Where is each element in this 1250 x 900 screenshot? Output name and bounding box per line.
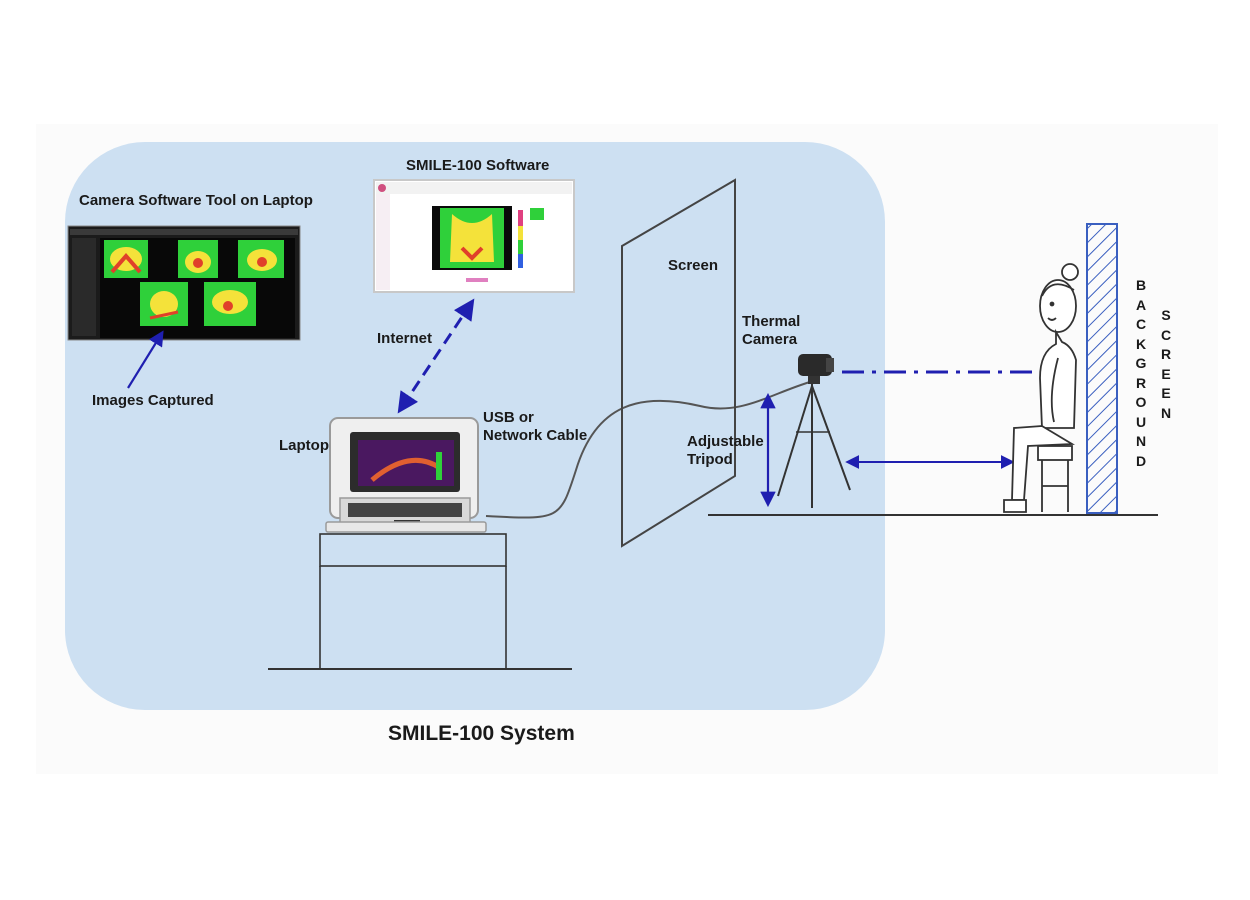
internet-label: Internet bbox=[377, 330, 433, 347]
screen-panel bbox=[621, 178, 736, 548]
usb-cable-label: USB or Network Cable bbox=[483, 409, 588, 444]
thermal-thumb-4 bbox=[140, 282, 188, 326]
person-seated bbox=[1003, 263, 1079, 513]
diagram-caption: SMILE-100 System bbox=[388, 722, 575, 745]
usb-network-cable bbox=[485, 381, 811, 519]
camera-tool-label: Camera Software Tool on Laptop bbox=[79, 192, 313, 209]
smile-software-screenshot bbox=[373, 179, 575, 293]
background-screen-panel bbox=[1086, 223, 1118, 514]
smile-software-label: SMILE-100 Software bbox=[406, 157, 550, 174]
background-vertical-label: BACKGROUND bbox=[1135, 277, 1147, 469]
laptop-table bbox=[268, 533, 572, 670]
screen-label: Screen bbox=[668, 257, 719, 274]
camera-software-screenshot bbox=[67, 225, 301, 341]
internet-arrow bbox=[397, 298, 475, 414]
images-captured-label: Images Captured bbox=[92, 392, 214, 409]
thermal-thumb-3 bbox=[238, 240, 284, 278]
thermal-camera-illustration bbox=[798, 354, 834, 384]
laptop-label: Laptop bbox=[279, 437, 329, 454]
thermal-thumb-1 bbox=[104, 240, 148, 278]
laptop-illustration bbox=[325, 417, 487, 533]
tripod-label: Adjustable Tripod bbox=[687, 433, 764, 468]
tripod-illustration bbox=[777, 384, 851, 508]
thermal-thumb-5 bbox=[204, 282, 256, 326]
thermal-camera-label: Thermal Camera bbox=[742, 313, 801, 348]
images-captured-arrow bbox=[127, 330, 164, 389]
screen-vertical-label: SCREEN bbox=[1160, 307, 1172, 421]
thermal-thumb-2 bbox=[178, 240, 218, 278]
